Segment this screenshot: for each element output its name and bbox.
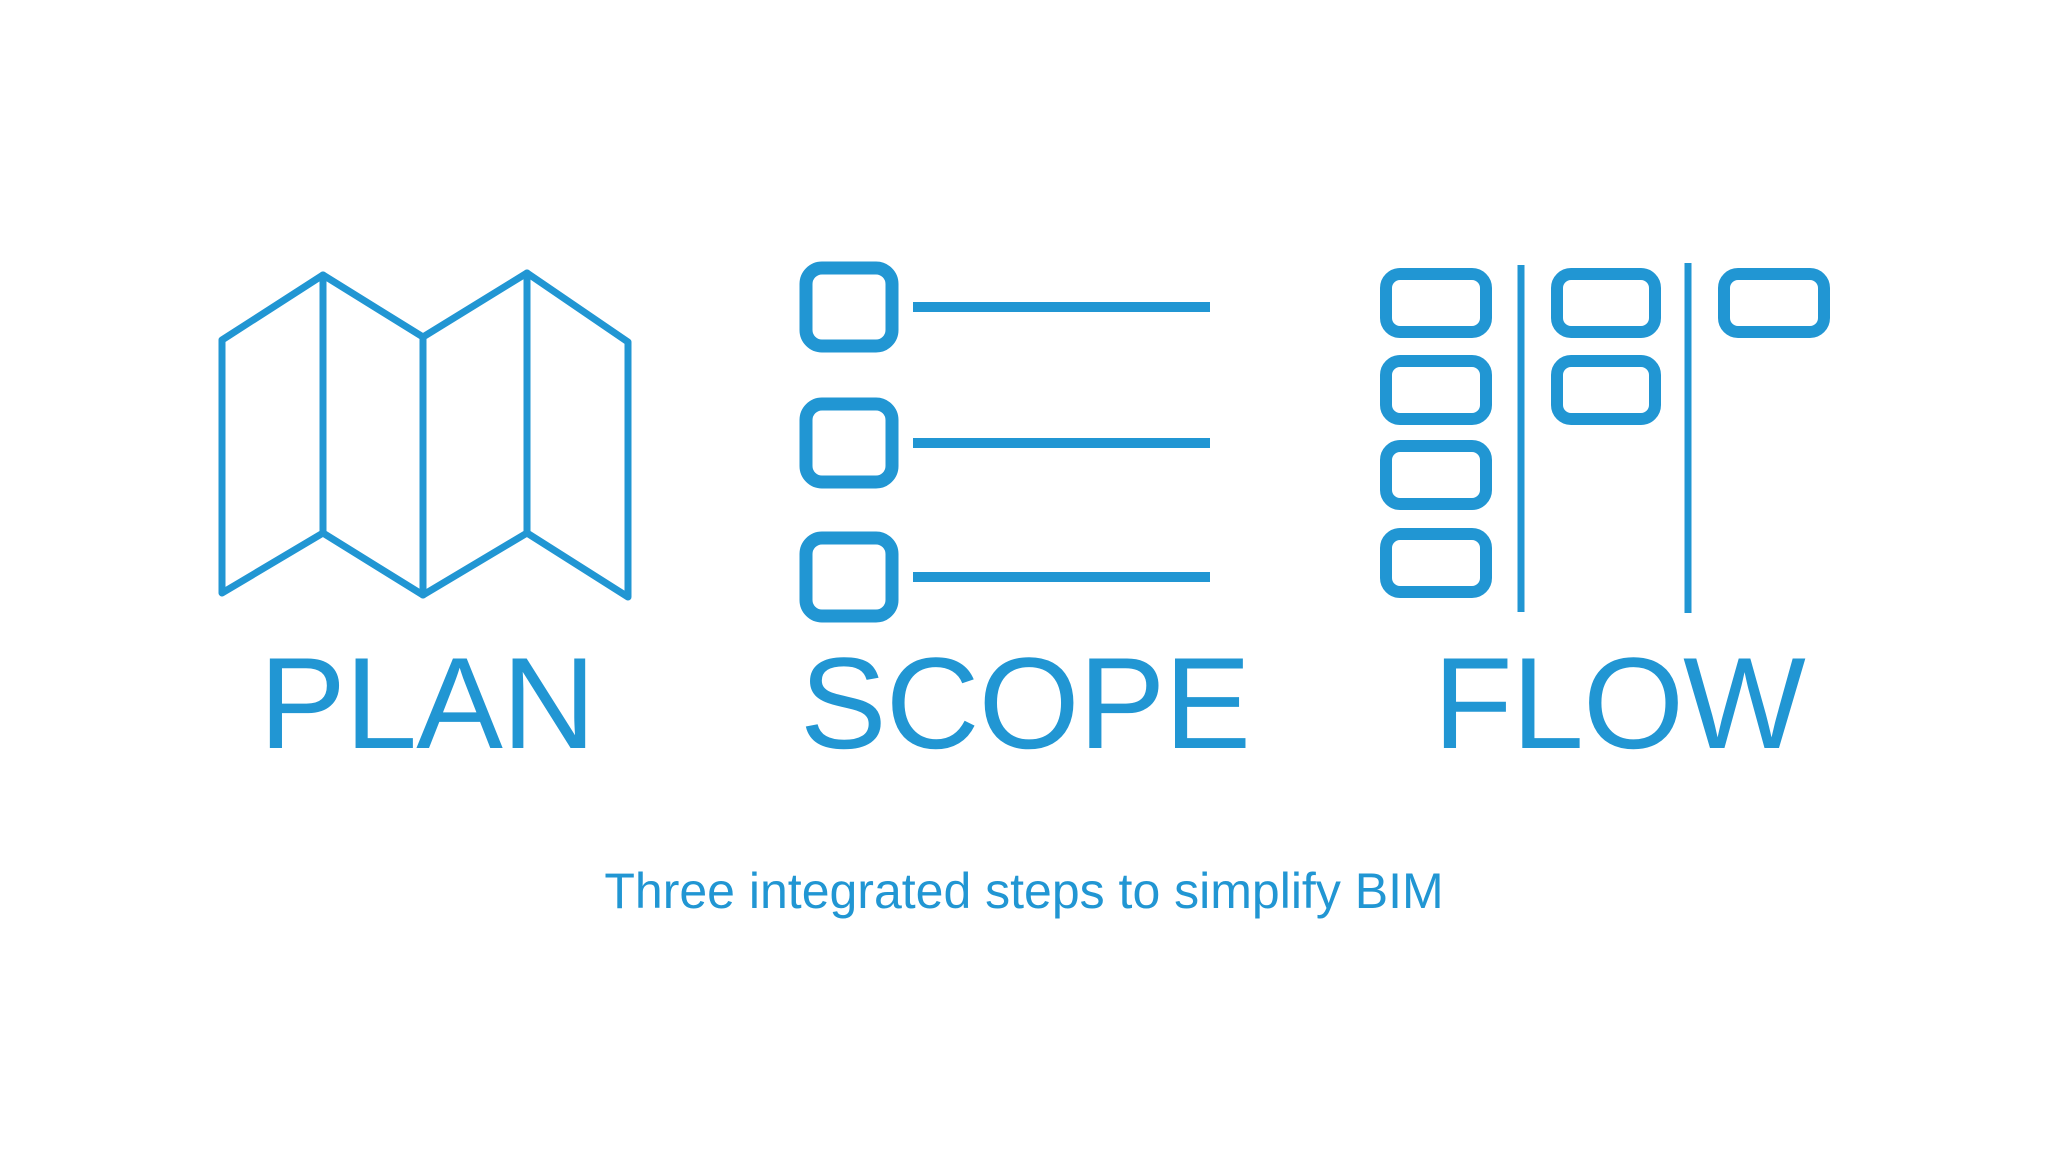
tagline: Three integrated steps to simplify BIM bbox=[604, 863, 1444, 919]
kanban-board-icon bbox=[1374, 258, 1836, 620]
step-label-flow: FLOW bbox=[1433, 630, 1806, 776]
step-label-scope: SCOPE bbox=[799, 630, 1251, 776]
step-label-plan: PLAN bbox=[259, 630, 596, 776]
checklist-icon bbox=[794, 256, 1216, 623]
folded-map-icon bbox=[216, 267, 634, 603]
